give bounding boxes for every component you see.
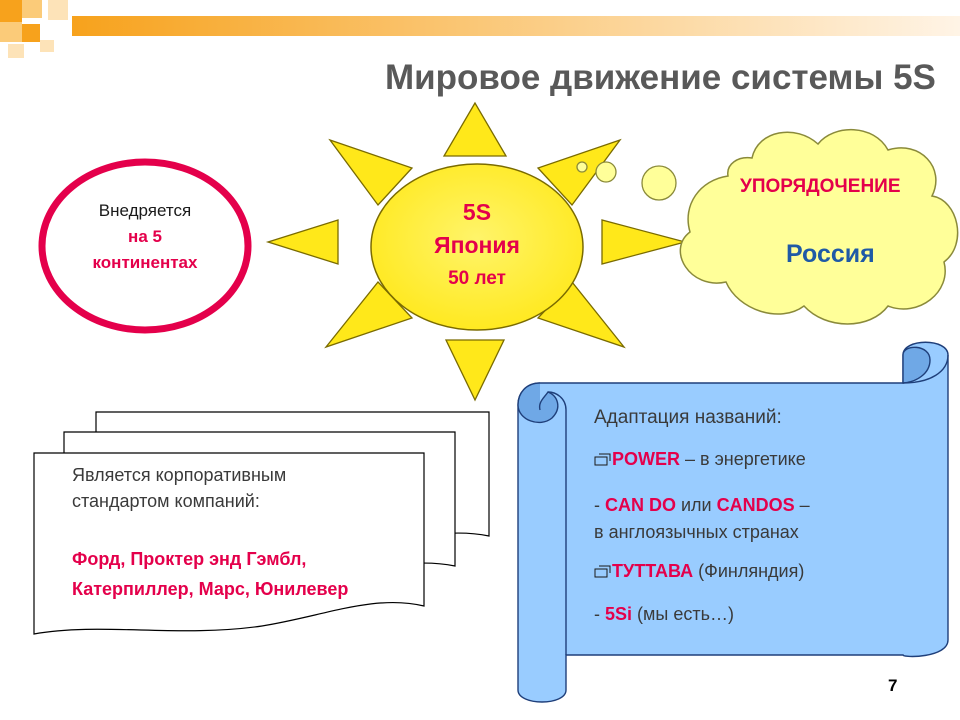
tuttava-name: ТУТТАВА (612, 561, 694, 581)
continents-line-2: на 5 (128, 227, 162, 246)
scroll-item-5si: - 5Si (мы есть…) (594, 604, 734, 625)
5si-prefix: - (594, 604, 605, 624)
document-stack (33, 411, 490, 635)
documents-line-2: стандартом компаний: (72, 491, 260, 511)
companies-line-1: Форд, Проктер энд Гэмбл, (72, 549, 307, 569)
cloud-heading: УПОРЯДОЧЕНИЕ (740, 176, 901, 197)
scroll-item-tuttava: ТУТТАВА (Финляндия) (594, 561, 804, 582)
power-desc: – в энергетике (680, 449, 806, 469)
scroll-heading: Адаптация названий: (594, 407, 782, 428)
scroll-item-cando: - CAN DO или CANDOS – в англоязычных стр… (594, 492, 810, 546)
documents-intro: Является корпоративным стандартом компан… (72, 462, 286, 514)
scroll-item-power: POWER – в энергетике (594, 449, 806, 470)
thought-bubbles (576, 161, 677, 201)
power-name: POWER (612, 449, 681, 469)
bullet-icon (594, 565, 611, 578)
sun-line-2: Япония (434, 232, 520, 258)
cando-name: CAN DO (605, 495, 676, 515)
cando-desc: в англоязычных странах (594, 522, 799, 542)
sun-text: 5S Япония 50 лет (397, 196, 557, 295)
continents-note: Внедряется на 5 континентах (60, 198, 230, 276)
cloud-shape (679, 129, 959, 325)
sun-line-1: 5S (462, 199, 492, 225)
cando-prefix: - (594, 495, 605, 515)
tuttava-desc: (Финляндия) (693, 561, 805, 581)
continents-line-1: Внедряется (98, 201, 192, 220)
slide-title: Мировое движение системы 5S (385, 58, 936, 97)
cando-or: или (676, 495, 717, 515)
continents-line-3: континентах (92, 253, 198, 272)
5si-desc: (мы есть…) (632, 604, 734, 624)
sun-line-3: 50 лет (448, 268, 506, 289)
5si-name: 5Si (605, 604, 633, 624)
header-decoration (0, 0, 960, 58)
cloud-country: Россия (786, 240, 875, 268)
candos-name: CANDOS (716, 495, 795, 515)
scroll-banner (517, 341, 949, 703)
continents-ring (38, 158, 252, 334)
documents-companies: Форд, Проктер энд Гэмбл, Катерпиллер, Ма… (72, 544, 348, 604)
page-number: 7 (888, 676, 898, 695)
document-front (33, 452, 425, 635)
companies-line-2: Катерпиллер, Марс, Юнилевер (72, 579, 349, 599)
cando-dash: – (794, 495, 810, 515)
sun-circle (370, 163, 584, 331)
bullet-icon (594, 453, 611, 466)
documents-line-1: Является корпоративным (72, 465, 287, 485)
